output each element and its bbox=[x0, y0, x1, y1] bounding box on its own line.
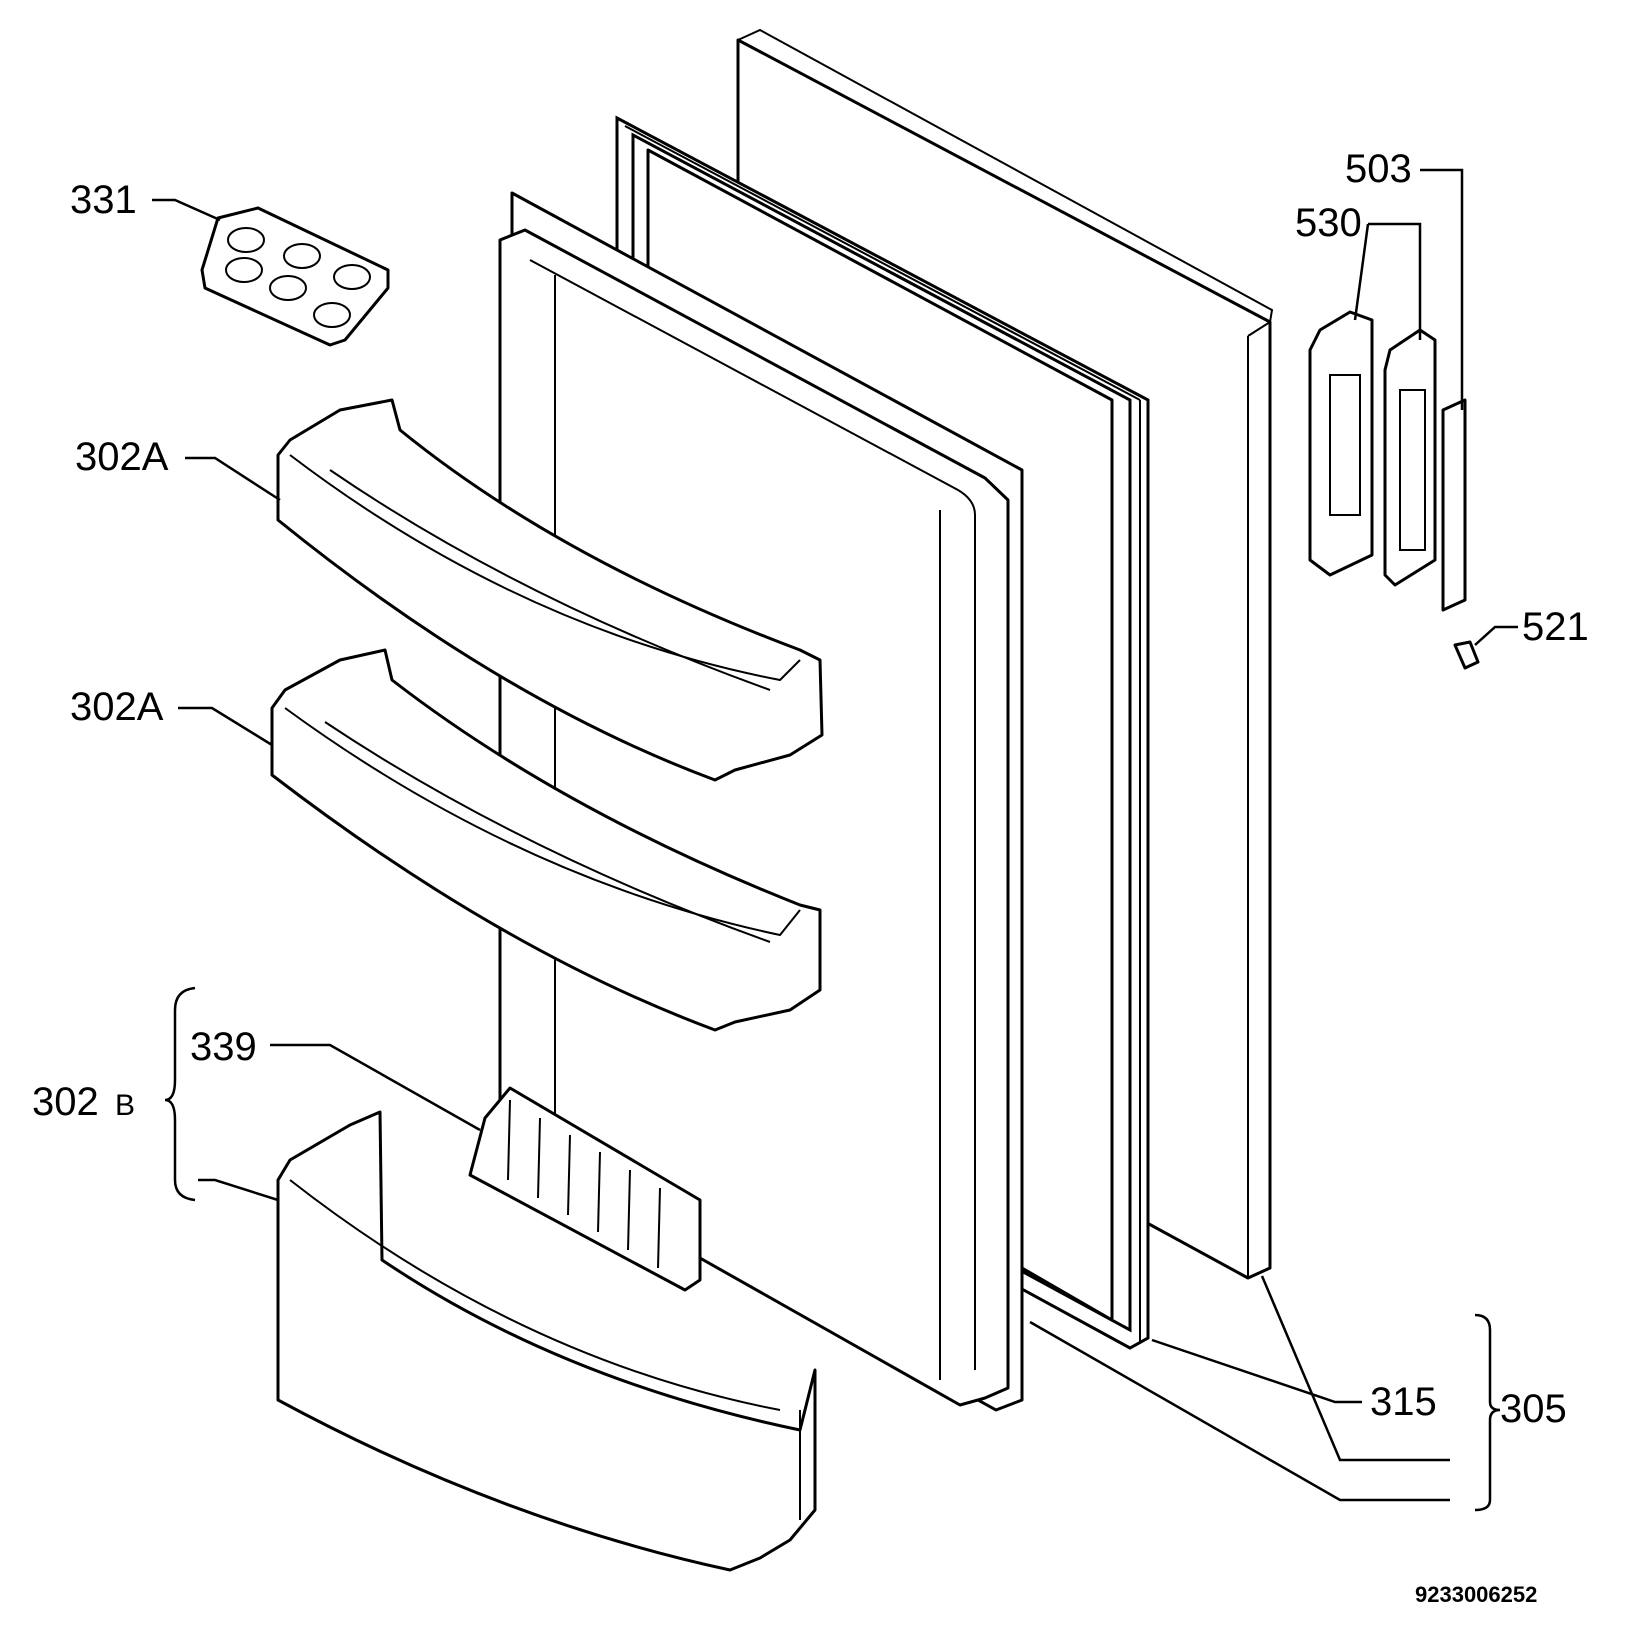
door-inner-liner bbox=[498, 191, 1024, 1412]
label-302a-upper: 302A bbox=[75, 435, 169, 479]
label-302b-suffix: B bbox=[115, 1089, 135, 1122]
document-number: 9233006252 bbox=[1415, 1582, 1537, 1607]
label-331: 331 bbox=[70, 178, 137, 222]
door-shelf-upper bbox=[276, 398, 824, 782]
label-503: 503 bbox=[1345, 147, 1412, 191]
bottle-divider bbox=[468, 1086, 702, 1292]
leader-lines bbox=[152, 168, 1518, 1512]
label-521: 521 bbox=[1522, 605, 1589, 649]
label-302a-lower: 302A bbox=[70, 685, 164, 729]
door-bottle-shelf bbox=[276, 1110, 817, 1572]
label-530: 530 bbox=[1295, 201, 1362, 245]
door-shelf-lower bbox=[270, 648, 822, 1032]
label-305: 305 bbox=[1500, 1387, 1567, 1431]
screw-icon bbox=[1453, 640, 1480, 670]
hinge-part-a bbox=[1308, 310, 1374, 577]
label-302b: 302 bbox=[32, 1080, 99, 1124]
label-339: 339 bbox=[190, 1025, 257, 1069]
egg-tray bbox=[200, 206, 390, 347]
label-315: 315 bbox=[1370, 1380, 1437, 1424]
hinge-part-b bbox=[1383, 328, 1437, 587]
cover-strip bbox=[1441, 398, 1467, 612]
